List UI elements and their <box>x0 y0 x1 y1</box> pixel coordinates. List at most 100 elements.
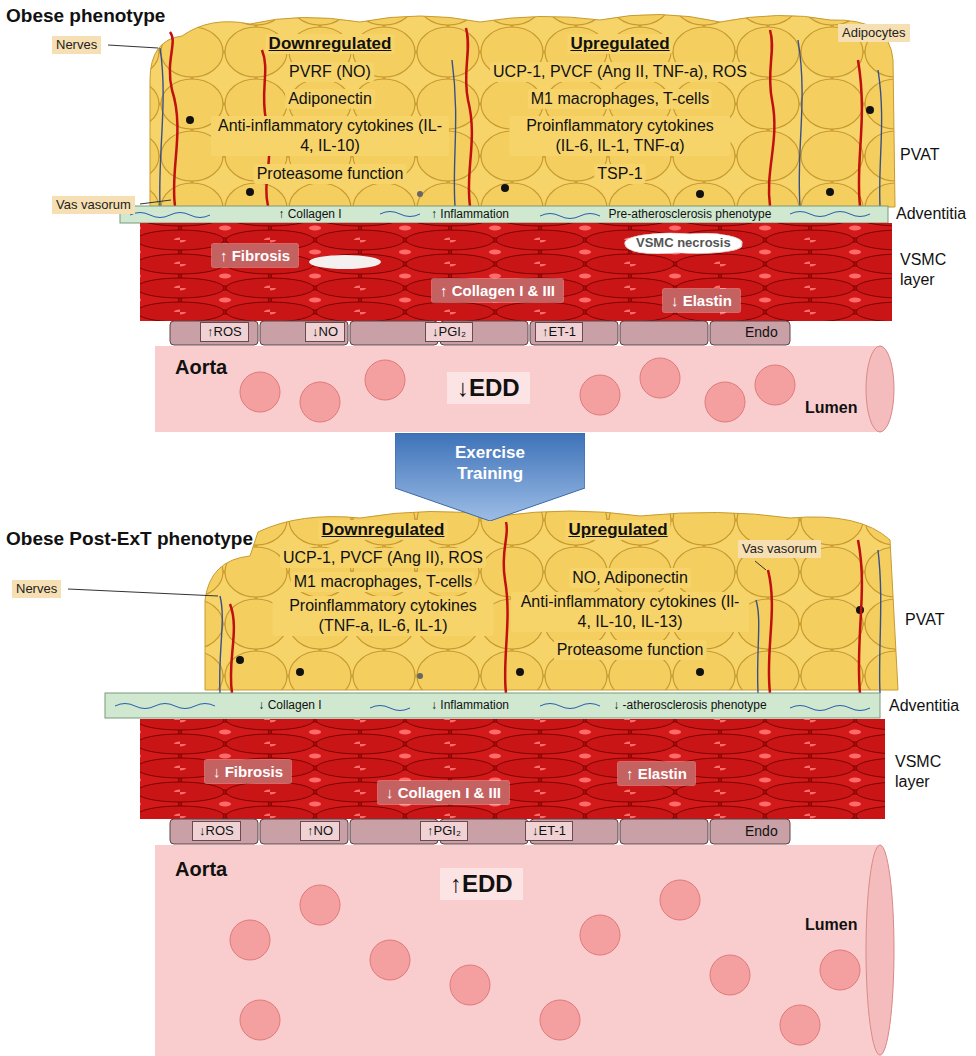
nucleus <box>236 656 244 664</box>
panel-title: Obese Post-ExT phenotype <box>6 527 253 550</box>
arrow-outline <box>395 433 585 521</box>
leader-line <box>68 589 218 596</box>
rbc <box>640 358 680 398</box>
lumen <box>155 346 894 432</box>
aorta-lumen: AortaLumen↓EDD <box>155 346 895 432</box>
endothelial-cell <box>710 321 790 345</box>
rbc <box>820 950 860 990</box>
box-label: ↑ET-1 <box>542 324 576 340</box>
layer-text: TSP-1 <box>594 164 645 184</box>
endothelial-cells <box>170 819 790 844</box>
layer-name: Adventitia <box>889 696 959 716</box>
vessel <box>170 32 178 206</box>
nerve <box>878 550 881 693</box>
box-label: ↑ Collagen I & III <box>440 282 555 299</box>
endothelial-factor: ↓NO <box>305 322 345 342</box>
layer-text: ↓ Inflammation <box>428 698 512 713</box>
vessel <box>504 522 508 693</box>
layer-name: VSMC layer <box>895 752 955 792</box>
nerves-tag: Nerves <box>12 580 61 598</box>
column-heading: Downregulated <box>319 520 448 540</box>
rbc <box>660 880 700 920</box>
layer-text: PVRF (NO) <box>286 62 374 82</box>
layer-text: M1 macrophages, T-cells <box>291 572 475 592</box>
red-blood-cells <box>240 358 795 422</box>
layer-text: UCP-1, PVCF (Ang II, TNF-a), ROS <box>490 62 750 82</box>
box-label: ↓ET-1 <box>532 823 566 839</box>
layer-text: M1 macrophages, T-cells <box>528 89 712 109</box>
pvat-layer: PVATDownregulatedPVRF (NO)AdiponectinAnt… <box>150 18 895 208</box>
endothelial-cells <box>170 321 790 345</box>
adventitia-layer: Adventitia↓ Collagen I↓ Inflammation↓ -a… <box>105 693 880 718</box>
endothelial-factor: ↑PGI₂ <box>420 821 468 841</box>
nucleus <box>826 188 834 196</box>
vessel <box>768 570 772 693</box>
nucleus <box>696 190 704 198</box>
column-heading: Upregulated <box>567 34 672 54</box>
layer-name: VSMC layer <box>900 250 960 290</box>
nerve <box>878 70 882 206</box>
rbc <box>705 382 745 422</box>
endothelial-cell <box>620 321 708 345</box>
change-box: ↑ Fibrosis <box>212 244 298 267</box>
endothelial-cell <box>170 819 258 844</box>
rbc <box>230 920 270 960</box>
box-label: ↑ Elastin <box>626 765 687 782</box>
box-label: ↓ Collagen I & III <box>386 784 501 801</box>
rbc <box>755 365 795 405</box>
box-label: ↓EDD <box>457 374 520 402</box>
layer-name: Endo <box>745 324 778 341</box>
rbc <box>580 915 620 955</box>
layer-text: Anti-inflammatory cytokines (IL-4, IL-10… <box>211 116 449 156</box>
lumen-end <box>866 845 894 1055</box>
endothelial-factor: ↓ROS <box>192 821 241 841</box>
rbc <box>240 372 280 412</box>
nerves <box>160 40 882 206</box>
box-label: ↑NO <box>307 823 333 839</box>
rbc <box>540 1000 580 1040</box>
nucleus <box>417 191 423 197</box>
leader-line <box>108 45 158 48</box>
box-label: Nerves <box>16 581 57 597</box>
necrosis-blob: VSMC necrosis <box>620 230 747 256</box>
change-box: ↑ Elastin <box>618 762 695 785</box>
vessel <box>858 60 862 206</box>
vessel <box>466 28 472 206</box>
nucleus <box>516 668 524 676</box>
vasa-vasorum-tag: Vas vasorum <box>52 196 135 214</box>
layer-text: ↑ Collagen I <box>275 207 344 222</box>
lumen-end <box>866 346 894 432</box>
fibre <box>790 212 870 217</box>
vasa-vasorum <box>170 28 862 206</box>
layer-text: ↑ Inflammation <box>428 207 512 222</box>
adventitia-band <box>120 206 888 223</box>
pvat-fat <box>205 511 898 690</box>
nerve <box>220 596 223 693</box>
endothelial-factor: ↑NO <box>300 821 340 841</box>
rbc <box>780 1005 820 1045</box>
fibre <box>115 704 215 709</box>
fibre <box>380 212 420 217</box>
box-label: ↓ROS <box>199 823 234 839</box>
vsmc-layer: VSMC layer↓ Fibrosis↓ Collagen I & III↑ … <box>140 719 885 819</box>
nerves-tag: Nerves <box>52 36 101 54</box>
leader-line <box>140 200 171 204</box>
vsmc-band <box>140 719 885 819</box>
vessel-name: Aorta <box>175 355 227 379</box>
layer-text: Pre-atherosclerosis phenotype <box>606 207 775 222</box>
necrotic-area <box>309 255 381 269</box>
nerve <box>160 48 163 206</box>
box-label: ↓ Elastin <box>671 292 732 309</box>
change-box: ↑ Collagen I & III <box>432 279 563 302</box>
endothelial-cell <box>530 321 618 345</box>
fibre <box>130 213 210 218</box>
pvat-fat <box>150 14 895 207</box>
box-label: Vas vasorum <box>742 541 817 557</box>
nucleus <box>296 668 304 676</box>
layer-text: ↓ -atherosclerosis phenotype <box>610 698 769 713</box>
endothelial-cell <box>710 819 790 844</box>
edd-box: ↓EDD <box>447 372 530 404</box>
rbc <box>450 965 490 1005</box>
fibre <box>540 704 600 709</box>
